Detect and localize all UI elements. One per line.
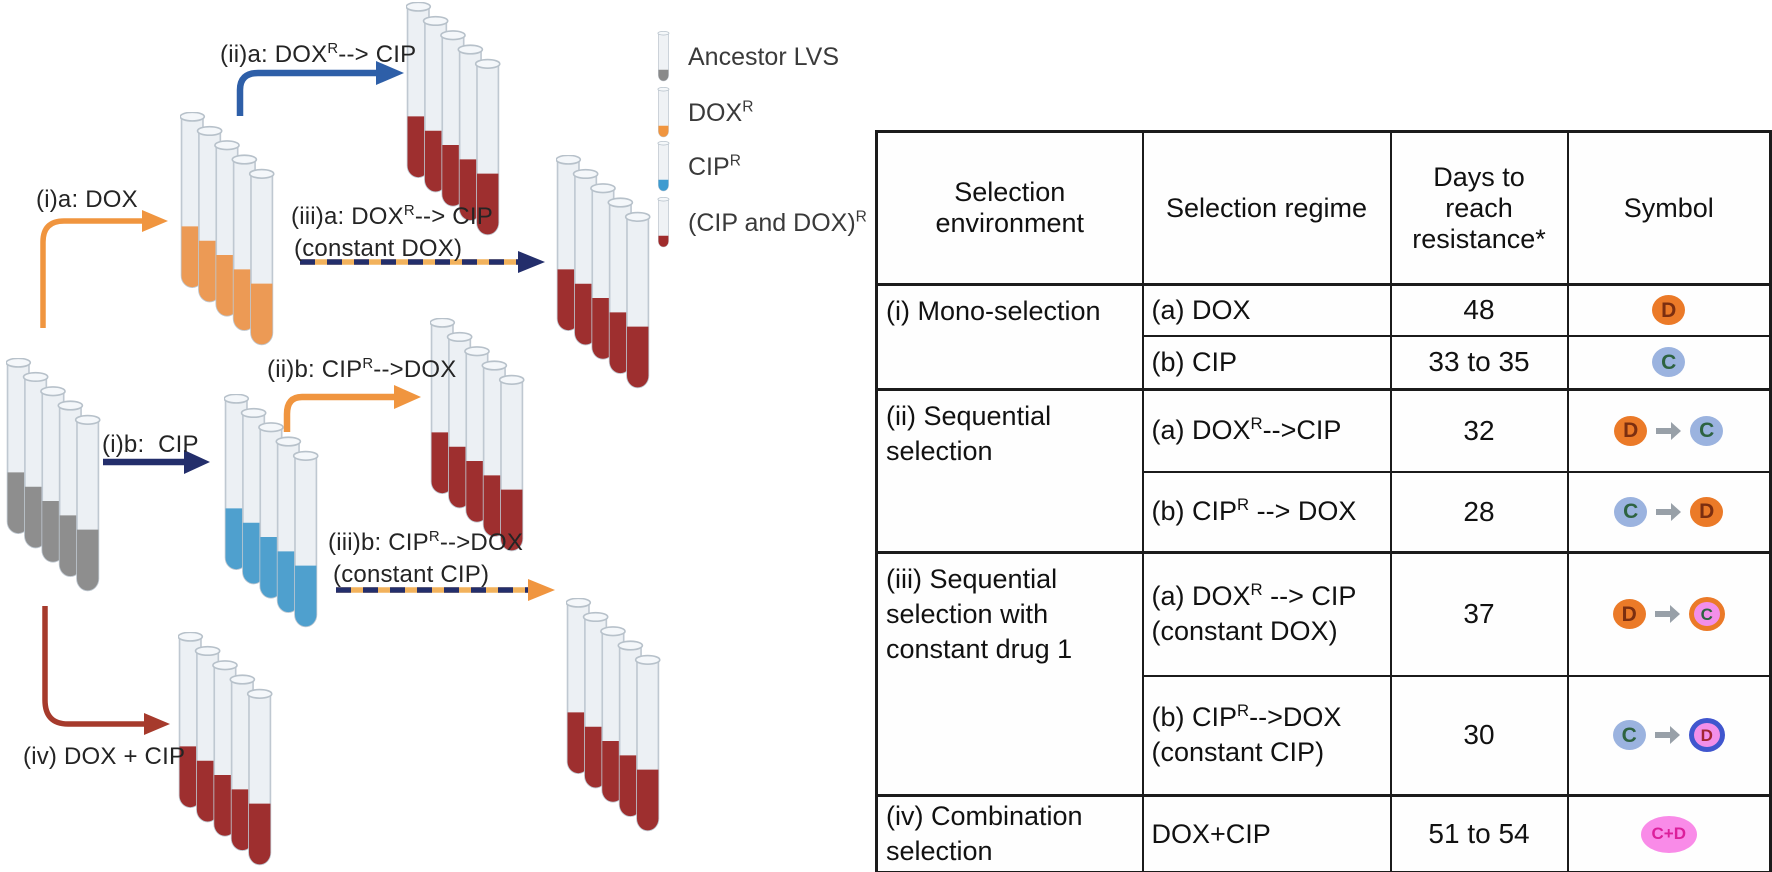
table-row: (ii) Sequential selection (a) DOXR-->CIP… (875, 388, 1772, 554)
arrow-iiib-dashed (336, 579, 555, 601)
table-row: (i) Mono-selection (a) DOX 48 D (875, 283, 1772, 391)
env-cell: (ii) Sequential selection (875, 388, 1144, 554)
header-selection-regime: Selection regime (1141, 130, 1392, 286)
arrow-ib (103, 450, 210, 474)
symbol-cell: C (1566, 334, 1772, 391)
label-ib: (i)b: CIP (102, 431, 199, 458)
legend-label: DOXR (688, 98, 754, 127)
evolution-flow-diagram: (i)a: DOX (ii)a: DOXR--> CIP (iii)a: DOX… (0, 0, 880, 872)
env-cell: (iii) Sequential selection with constant… (875, 551, 1144, 797)
header-days-to-resistance: Days to reach resistance* (1389, 130, 1569, 286)
arrow-iib (283, 385, 421, 432)
dox-symbol: D (1652, 295, 1686, 326)
label-iiib-line2: (constant CIP) (333, 561, 490, 588)
label-iv: (iv) DOX + CIP (23, 743, 186, 770)
table-row: (b) CIP 33 to 35 C (877, 334, 1772, 391)
symbol-cell: D (1566, 283, 1772, 337)
arrow-right-icon (1656, 421, 1682, 440)
env-cell: (iv) Combination selection (875, 793, 1144, 872)
symbol-cell: D C (1566, 551, 1772, 677)
label-iia: (ii)a: DOXR--> CIP (220, 41, 417, 68)
header-symbol: Symbol (1566, 130, 1772, 286)
legend-item-dox: DOXR (656, 86, 753, 140)
table-row: (b) CIPR-->DOX (constant CIP) 30 C D (877, 674, 1772, 797)
flow-arrows (40, 61, 555, 735)
table-header-row: Selection environment Selection regime D… (875, 130, 1772, 286)
env-cell: (i) Mono-selection (875, 283, 1144, 391)
arrow-iv (42, 606, 170, 735)
regime-cell: (b) CIP (1141, 334, 1392, 391)
days-cell: 30 (1389, 674, 1569, 797)
label-iiia-line1: (iii)a: DOXR--> CIP (291, 203, 493, 230)
cip-and-dox-tube-icon (657, 197, 670, 248)
arrow-right-icon (1654, 605, 1680, 624)
table-row: (iii) Sequential selection with constant… (875, 551, 1772, 797)
legend-item-cip: CIPR (656, 140, 741, 194)
regime-cell: DOX+CIP (1141, 793, 1392, 872)
cip-symbol: C (1614, 496, 1648, 527)
symbol-cell: C D (1566, 674, 1772, 797)
cip-plus-dox-symbol: C+D (1640, 815, 1697, 853)
cip-symbol: C (1612, 720, 1646, 751)
dox-symbol: D (1614, 415, 1648, 446)
days-cell: 33 to 35 (1389, 334, 1569, 391)
label-iib: (ii)b: CIPR-->DOX (267, 356, 457, 383)
legend-label: Ancestor LVS (688, 42, 840, 71)
arrow-ia (40, 210, 168, 328)
arrow-right-icon (1656, 502, 1682, 521)
label-iiia-line2: (constant DOX) (294, 235, 463, 262)
arrow-iiia-dashed (300, 251, 545, 273)
selection-table: Selection environment Selection regime D… (875, 130, 1772, 872)
cip-in-constant-dox-symbol: C (1688, 597, 1725, 632)
legend-label: (CIP and DOX)R (688, 208, 867, 237)
regime-cell: (b) CIPR-->DOX (constant CIP) (1141, 674, 1392, 797)
legend-label: CIPR (688, 152, 741, 181)
legend-item-ancestor: Ancestor LVS (656, 30, 839, 84)
days-cell: 48 (1389, 283, 1569, 337)
arrow-iia (236, 61, 404, 116)
days-cell: 37 (1389, 551, 1569, 677)
cip-tube-icon (657, 141, 670, 192)
table-row: (b) CIPR --> DOX 28 C D (877, 470, 1772, 554)
regime-cell: (a) DOX (1141, 283, 1392, 337)
cip-symbol: C (1652, 347, 1686, 378)
days-cell: 28 (1389, 470, 1569, 554)
table-row: (iv) Combination selection DOX+CIP 51 to… (875, 793, 1772, 872)
regime-cell: (a) DOXR --> CIP (constant DOX) (1141, 551, 1392, 677)
ancestor-tube-icon (657, 31, 670, 82)
days-cell: 51 to 54 (1389, 793, 1569, 872)
dox-tube-icon (657, 87, 670, 138)
regime-cell: (a) DOXR-->CIP (1141, 388, 1392, 473)
days-cell: 32 (1389, 388, 1569, 473)
label-ia: (i)a: DOX (36, 186, 138, 213)
dox-symbol: D (1690, 496, 1724, 527)
header-selection-environment: Selection environment (875, 130, 1144, 286)
symbol-cell: C+D (1566, 793, 1772, 872)
symbol-cell: C D (1566, 470, 1772, 554)
legend-item-cip-and-dox: (CIP and DOX)R (656, 196, 867, 250)
dox-symbol: D (1612, 599, 1646, 630)
cip-symbol: C (1690, 415, 1724, 446)
arrow-right-icon (1654, 726, 1680, 745)
regime-cell: (b) CIPR --> DOX (1141, 470, 1392, 554)
dox-in-constant-cip-symbol: D (1688, 718, 1725, 753)
symbol-cell: D C (1566, 388, 1772, 473)
label-iiib-line1: (iii)b: CIPR-->DOX (328, 529, 524, 556)
